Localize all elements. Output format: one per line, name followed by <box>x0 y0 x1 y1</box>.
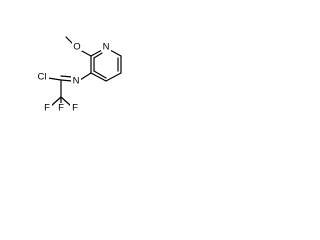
atom-f-right: F <box>70 103 80 114</box>
atom-label-n-ring: N <box>103 42 110 53</box>
atom-label-cl: Cl <box>38 72 47 83</box>
chemical-structure-diagram: O N N Cl F F F <box>36 36 122 114</box>
bond-c2-n-ring <box>90 49 103 57</box>
atom-label-n-imine: N <box>73 76 80 87</box>
atom-labels: O N N Cl F F F <box>36 41 111 114</box>
bond-o-methyl <box>65 36 74 45</box>
bond-n-imine-c-double <box>60 75 73 78</box>
bond-c4-c3 <box>90 72 107 82</box>
atom-n-imine: N <box>71 76 81 87</box>
bond-c4-c3-inner <box>93 70 107 79</box>
atom-label-o: O <box>73 42 80 53</box>
bond-c-cl <box>47 77 62 81</box>
atom-f-left: F <box>42 103 52 114</box>
bond-cf3-f-right <box>60 96 72 107</box>
atom-n-ring: N <box>101 41 111 53</box>
bond-n-imine-c <box>60 79 73 82</box>
bond-cf3-f-left <box>50 96 62 107</box>
bond-c5-c4 <box>105 72 122 82</box>
atom-f-top: F <box>56 103 66 114</box>
atom-o: O <box>72 41 82 53</box>
atom-label-f-left: F <box>44 103 50 114</box>
bond-c2-n-ring-inner <box>93 52 103 59</box>
atom-cl: Cl <box>36 72 49 83</box>
bond-c3-n-imine <box>79 72 92 81</box>
atom-label-f-right: F <box>72 103 78 114</box>
bonds <box>47 36 122 107</box>
bond-n-ring-c6 <box>109 49 122 57</box>
atom-label-f-top: F <box>58 103 64 114</box>
